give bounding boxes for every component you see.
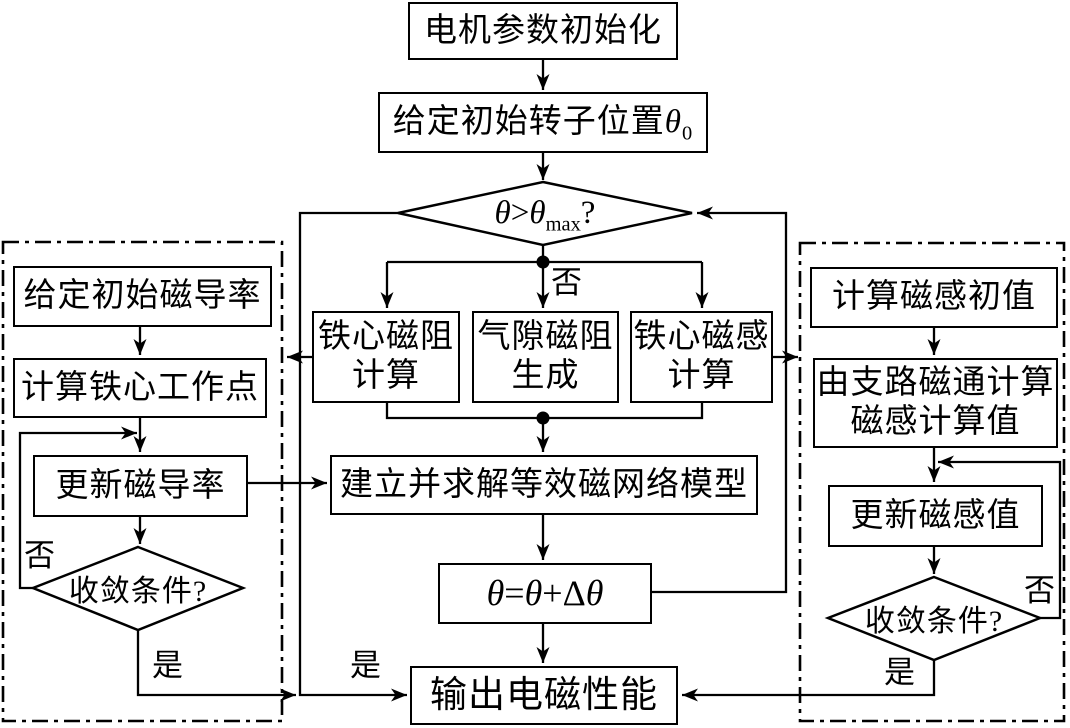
- node-theta-increment: θ=θ+Δθ: [438, 563, 652, 624]
- edge-label-no-left: 否: [24, 538, 55, 573]
- dashed-group-left: [1, 240, 284, 723]
- edge-label-no-right: 否: [1024, 573, 1055, 608]
- node-label-line2: 磁感计算值: [850, 404, 1021, 440]
- decision-label: 收敛条件?: [68, 575, 208, 608]
- junction-dot: [536, 411, 550, 425]
- node-label-line1: 气隙磁阻: [477, 319, 614, 356]
- node-label: 给定初始磁导率: [23, 278, 262, 315]
- node-label: 建立并求解等效磁网络模型: [340, 466, 748, 503]
- node-label: 计算铁心工作点: [21, 369, 259, 406]
- node-motor-param-init: 电机参数初始化: [408, 2, 678, 60]
- node-label: 更新磁导率: [55, 467, 226, 504]
- dashed-group-borders: [1, 240, 1066, 723]
- decision-convergence-left-label: 收敛条件?: [38, 567, 238, 609]
- node-initial-permeability: 给定初始磁导率: [13, 266, 272, 327]
- dashed-group-right: [798, 241, 1066, 723]
- junction-dots: [536, 255, 550, 425]
- edge-increment-loopback: [652, 206, 788, 594]
- node-label: 输出电磁性能: [430, 674, 658, 716]
- node-update-flux-density: 更新磁感值: [828, 485, 1043, 547]
- node-initial-flux-density: 计算磁感初值: [810, 267, 1058, 328]
- decision-convergence-right-label: 收敛条件?: [834, 597, 1034, 639]
- node-label: θ=θ+Δθ: [486, 573, 604, 614]
- edge-label-yes-left: 是: [152, 648, 183, 683]
- decision-convergence-right-shape: [824, 575, 1044, 662]
- node-label: 电机参数初始化: [424, 12, 662, 49]
- decision-theta-max-shape: [397, 180, 693, 247]
- edge-convleft-yes: [136, 630, 296, 702]
- node-label-line1: 铁心磁阻: [318, 319, 454, 356]
- node-initial-rotor-position: 给定初始转子位置θ0: [378, 92, 708, 153]
- edge-convright-yes: [682, 660, 936, 702]
- decision-convergence-left-shape: [29, 545, 247, 632]
- node-label-line1: 由支路磁通计算: [816, 365, 1055, 402]
- node-label: 更新磁感值: [850, 497, 1021, 534]
- node-output-performance: 输出电磁性能: [410, 666, 678, 725]
- edge-label-no-center: 否: [551, 265, 582, 300]
- decision-label: 收敛条件?: [864, 605, 1004, 638]
- edge-convleft-no-loop: [18, 426, 137, 590]
- decision-shapes: [29, 180, 1044, 662]
- node-label-line1: 铁心磁感: [633, 319, 770, 356]
- node-core-operating-point: 计算铁心工作点: [13, 358, 267, 418]
- edge-label-yes-center: 是: [350, 648, 381, 683]
- decision-label: θ>θmax?: [494, 194, 596, 236]
- node-label-line2: 计算: [352, 358, 420, 394]
- edge-decision-yes: [298, 211, 407, 702]
- node-core-flux-calc: 铁心磁感 计算: [630, 311, 773, 403]
- node-solve-magnetic-network: 建立并求解等效磁网络模型: [330, 455, 758, 515]
- node-update-permeability: 更新磁导率: [33, 455, 248, 517]
- decision-theta-max-label: θ>θmax?: [410, 189, 680, 237]
- edge-label-yes-right: 是: [884, 655, 915, 690]
- node-label-line2: 生成: [511, 358, 580, 394]
- node-label-line2: 计算: [667, 358, 736, 394]
- node-label: 计算磁感初值: [832, 279, 1036, 316]
- node-core-reluctance-calc: 铁心磁阻 计算: [312, 311, 460, 403]
- node-label: 给定初始转子位置θ0: [392, 104, 694, 145]
- node-airgap-reluctance-gen: 气隙磁阻 生成: [472, 311, 619, 403]
- edge-convright-no-loop: [938, 455, 1062, 620]
- junction-dot: [536, 255, 550, 269]
- node-flux-from-branch: 由支路磁通计算 磁感计算值: [813, 358, 1058, 448]
